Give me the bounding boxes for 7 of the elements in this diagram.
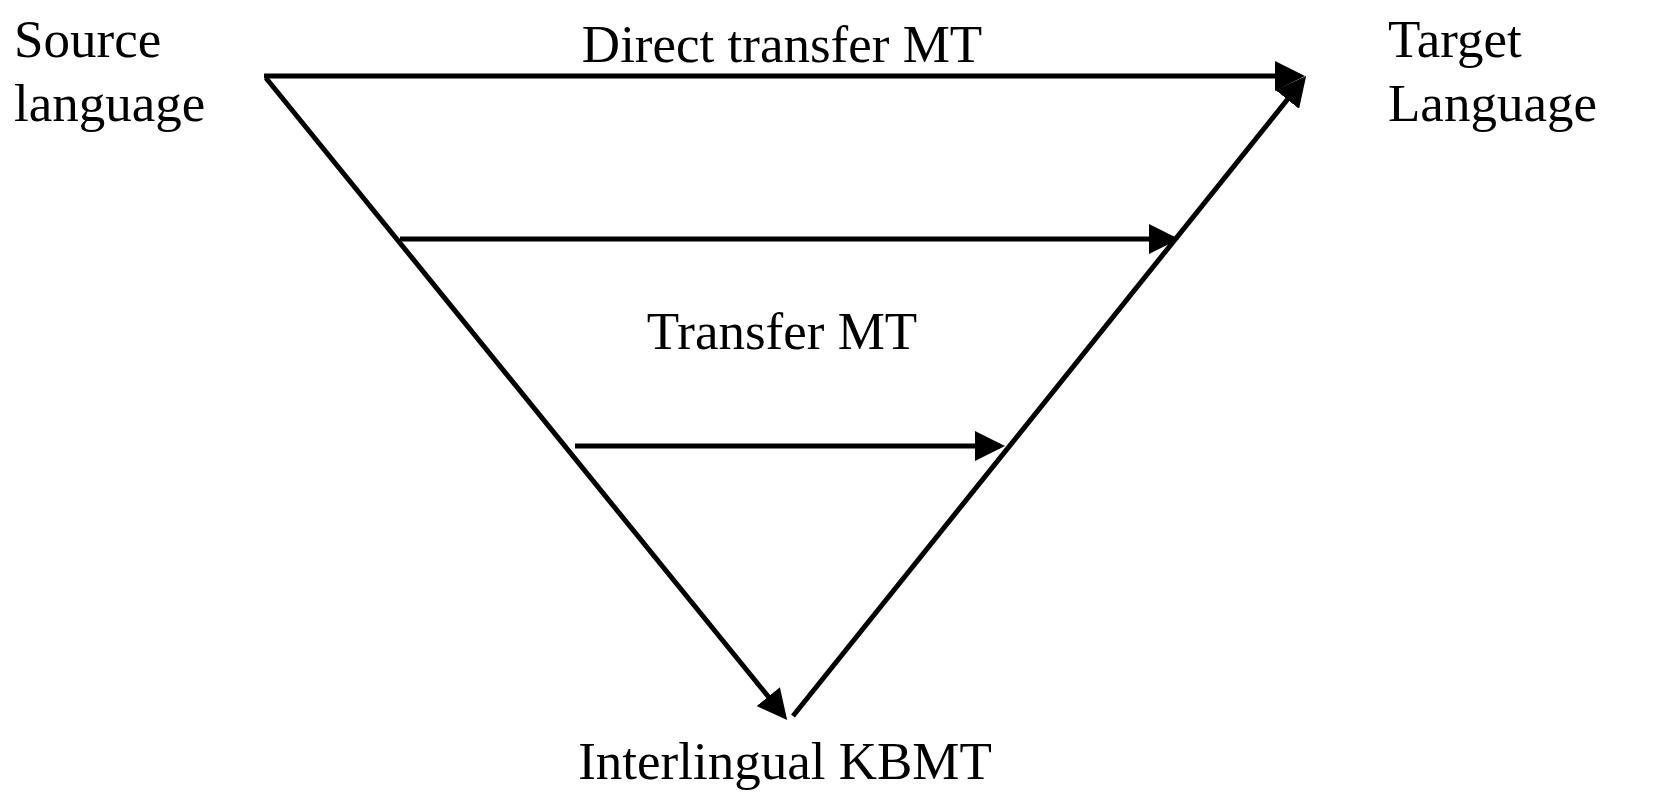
node-label: Interlingual KBMT — [577, 731, 993, 792]
arrow — [264, 76, 788, 720]
arrow — [791, 76, 1307, 718]
node-label: Source language — [14, 9, 207, 134]
arrow — [264, 61, 1305, 91]
node-label: Target Language — [1388, 9, 1598, 134]
level-label: Transfer MT — [646, 305, 918, 358]
